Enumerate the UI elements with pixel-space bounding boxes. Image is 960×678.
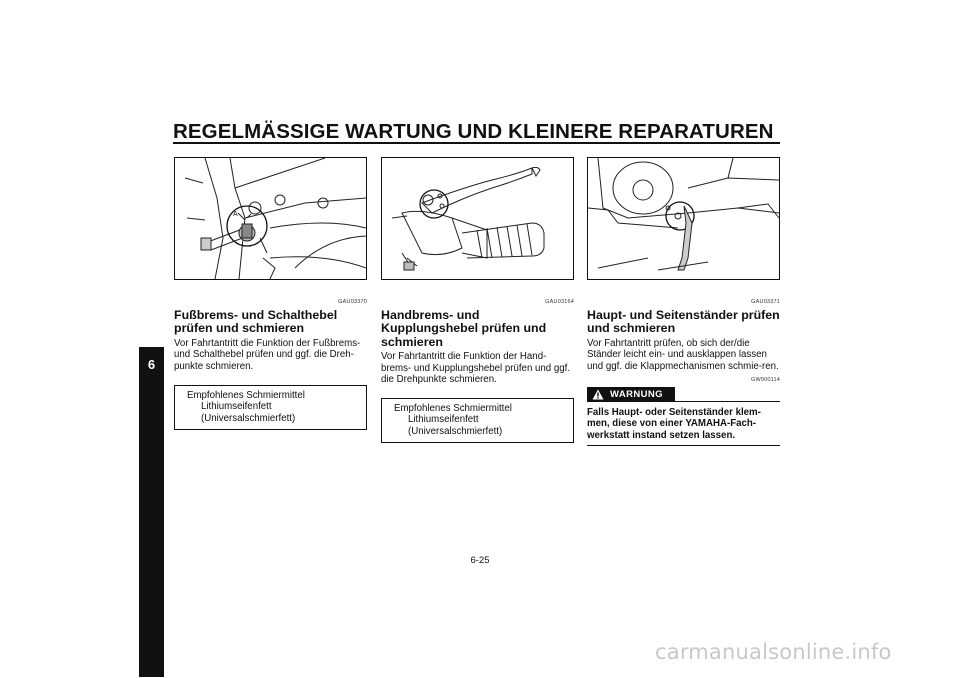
foot-lever-illustration: A [184,158,366,279]
warning-rule [675,400,780,402]
warning-triangle-icon [592,389,604,400]
section-body: Vor Fahrtantritt die Funktion der Fußbre… [174,337,361,372]
warning-code: GW000114 [750,376,780,383]
lubricant-title: Empfohlenes Schmiermittel [187,389,305,401]
watermark: carmanualsonline.info [655,640,892,664]
section-ref-code: GAU03164 [545,299,574,305]
section-ref-code: GAU03370 [338,299,367,305]
figure-hand-lever [381,157,574,280]
lubricant-line: (Universalschmierfett) [408,425,503,437]
chapter-number: 6 [147,357,156,372]
section-side-stand: Haupt- und Seitenständer prüfen und schm… [587,308,780,447]
svg-text:A: A [233,211,238,218]
hand-lever-illustration [391,166,545,271]
warning-bottom-rule [587,444,780,447]
lubricant-box: Empfohlenes Schmiermittel Lithiumseifenf… [174,384,367,430]
header-rule [173,142,780,144]
warning-badge: WARNUNG [587,386,675,402]
warning-header: WARNUNG [587,386,780,404]
section-foot-lever: Fußbrems- und Schalthebel prüfen und sch… [174,308,367,430]
section-ref-code: GAU03371 [751,299,780,305]
warning-text: Falls Haupt- oder Seitenständer klem-men… [587,406,761,442]
lubricant-title: Empfohlenes Schmiermittel [394,403,512,414]
lubricant-line: Lithiumseifenfett [408,414,479,426]
lubricant-box: Empfohlenes Schmiermittel Lithiumseifenf… [381,398,574,444]
section-body: Vor Fahrtantritt prüfen, ob sich der/die… [587,337,779,372]
section-heading: Haupt- und Seitenständer prüfen und schm… [587,308,780,336]
warning-label: WARNUNG [610,388,663,400]
figure-foot-lever: A [174,157,367,280]
page-title: REGELMÄSSIGE WARTUNG UND KLEINERE REPARA… [173,120,774,143]
lubricant-line: (Universalschmierfett) [201,412,296,424]
figure-side-stand [587,157,780,280]
lubricant-line: Lithiumseifenfett [201,401,272,413]
section-heading: Fußbrems- und Schalthebel prüfen und sch… [174,308,338,336]
side-stand-illustration [588,158,779,271]
chapter-tab: 6 [139,347,164,677]
page-number: 6-25 [470,555,490,566]
section-hand-lever: Handbrems- und Kupplungshebel prüfen und… [381,308,574,444]
section-body: Vor Fahrtantritt die Funktion der Hand-b… [381,350,571,386]
section-heading: Handbrems- und Kupplungshebel prüfen und… [381,308,547,349]
